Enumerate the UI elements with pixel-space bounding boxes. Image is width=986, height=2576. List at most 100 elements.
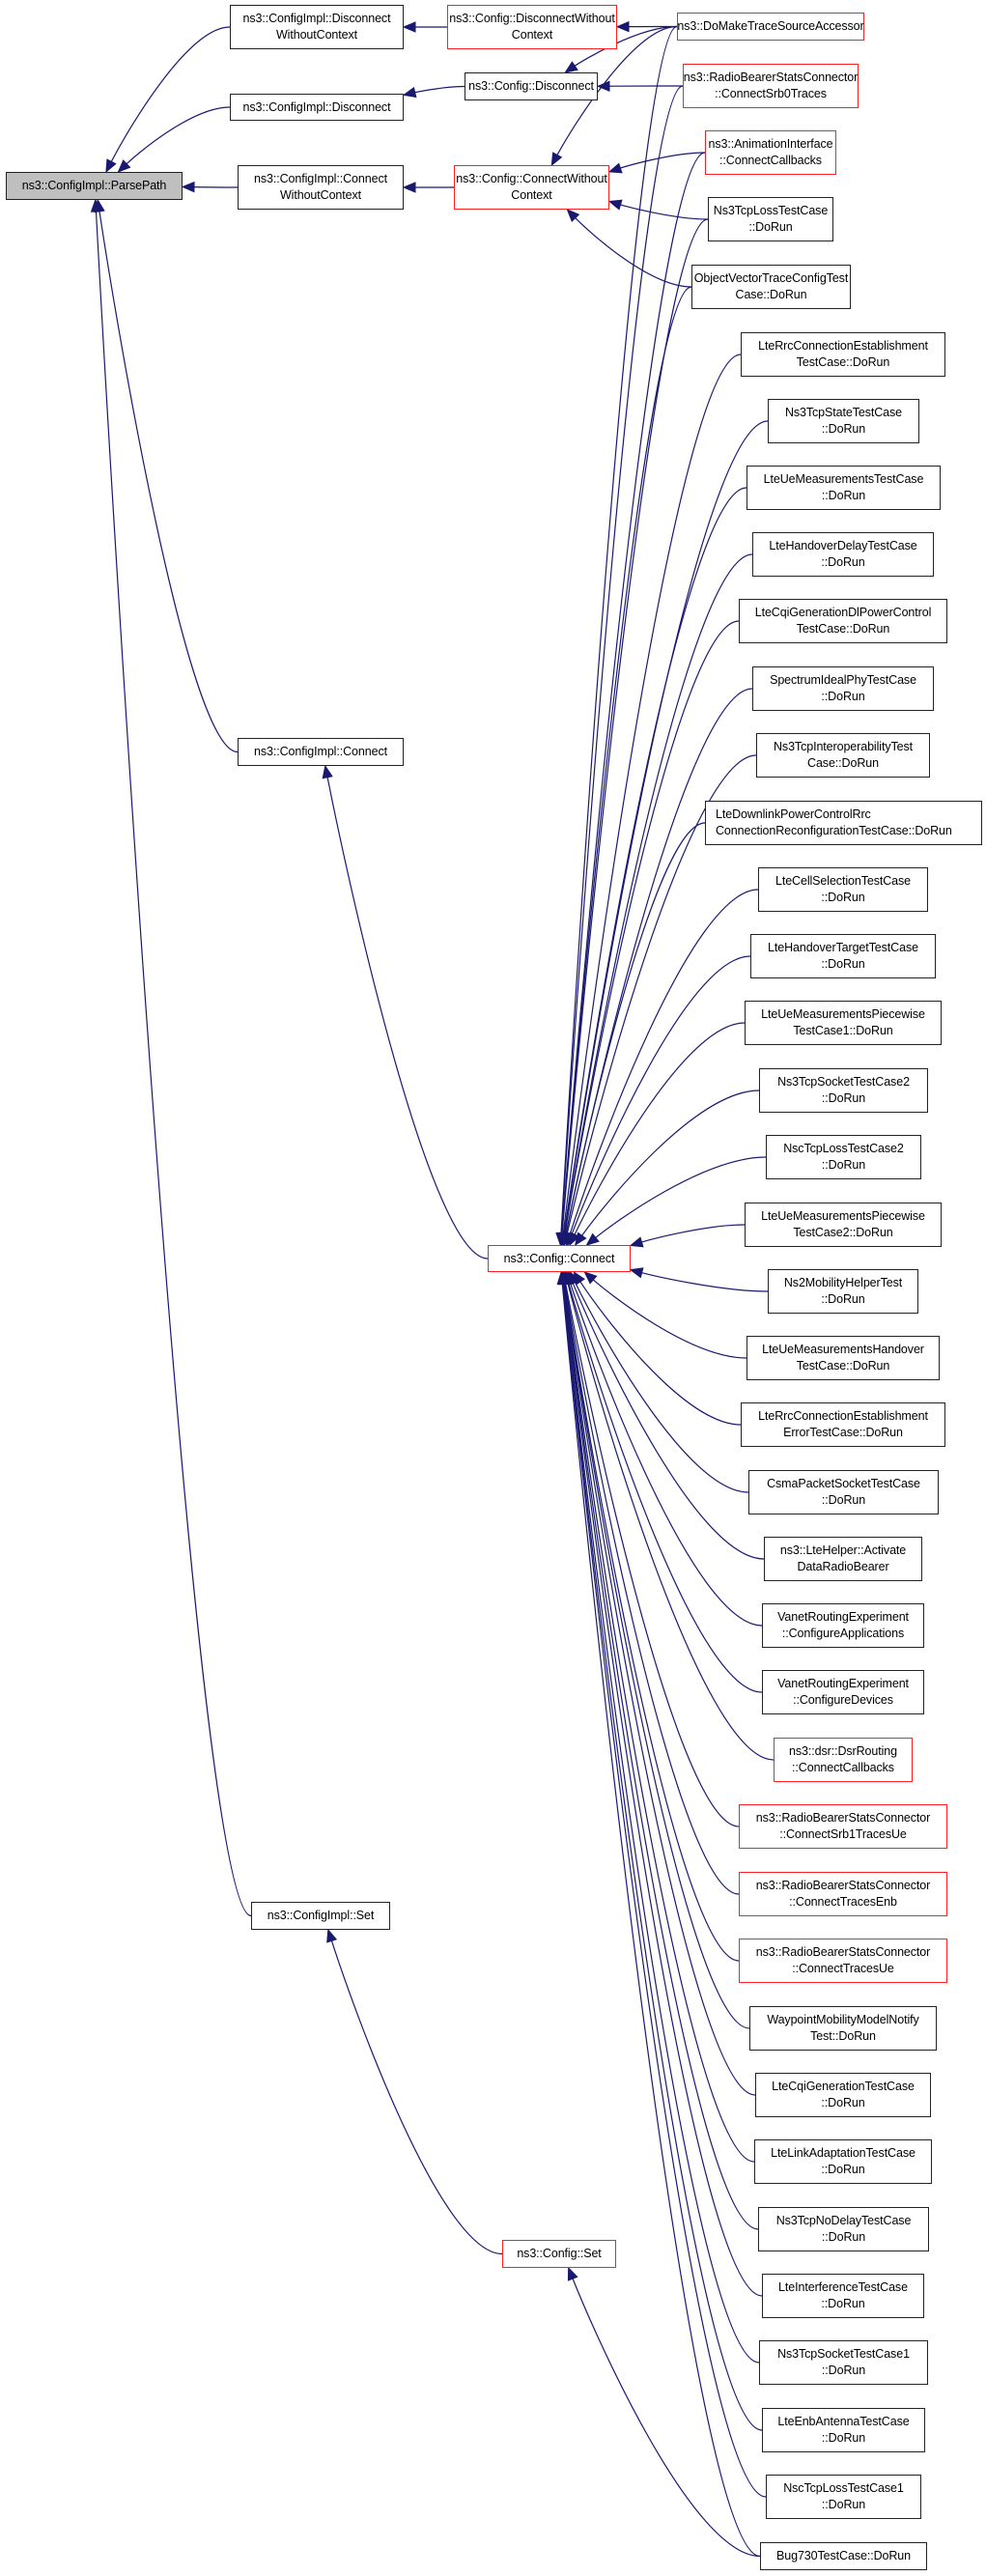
node-lte-handover-delay-testcase[interactable]: LteHandoverDelayTestCase ::DoRun xyxy=(752,532,934,577)
edge-lteuemeas-to-c_conn xyxy=(558,487,747,1247)
arrowhead-icon xyxy=(607,199,623,211)
edge-ns2mob-to-c_conn xyxy=(629,1267,769,1292)
edge-lteuepw1-to-c_conn xyxy=(569,1022,746,1247)
node-label: SpectrumIdealPhyTestCase xyxy=(770,673,916,687)
arrowhead-icon xyxy=(583,1271,598,1285)
arrowhead-icon xyxy=(117,159,131,173)
node-configimpl-connect[interactable]: ns3::ConfigImpl::Connect xyxy=(238,738,404,766)
arrowhead-icon xyxy=(569,1231,580,1247)
node-lte-rrc-connection-establishment[interactable]: LteRrcConnectionEstablishment TestCase::… xyxy=(741,332,945,377)
arrowhead-icon xyxy=(557,1231,570,1247)
node-label: ::DoRun xyxy=(821,2297,865,2310)
node-label: ns3::ConfigImpl::ParsePath xyxy=(21,179,167,192)
node-label: WaypointMobilityModelNotify xyxy=(767,2013,919,2026)
node-bug730-testcase[interactable]: Bug730TestCase::DoRun xyxy=(760,2542,927,2570)
node-nsc-tcp-loss-testcase1[interactable]: NscTcpLossTestCase1 ::DoRun xyxy=(766,2475,921,2519)
edge-line xyxy=(99,210,239,753)
node-lte-cell-selection-testcase[interactable]: LteCellSelectionTestCase ::DoRun xyxy=(758,867,928,912)
node-configimpl-disconnect[interactable]: ns3::ConfigImpl::Disconnect xyxy=(230,94,404,121)
node-label: ns3::LteHelper::Activate xyxy=(779,1543,907,1557)
node-label: Context xyxy=(511,28,553,42)
edge-line xyxy=(562,1282,763,2297)
node-lte-helper-activate-data-radio-bearer[interactable]: ns3::LteHelper::Activate DataRadioBearer xyxy=(764,1537,922,1581)
arrowhead-icon xyxy=(557,1270,569,1286)
edge-line xyxy=(563,487,747,1235)
node-lte-ue-measurements-handover[interactable]: LteUeMeasurementsHandover TestCase::DoRu… xyxy=(747,1336,940,1380)
edge-rbsc_srb0-to-c_conn xyxy=(555,85,684,1247)
node-label: ::ConnectCallbacks xyxy=(792,1761,894,1774)
node-config-connect-without-context[interactable]: ns3::Config::ConnectWithout Context xyxy=(454,165,609,210)
node-lte-cqi-generation-dl-power-control[interactable]: LteCqiGenerationDlPowerControl TestCase:… xyxy=(739,599,947,643)
node-label: ns3::Config::ConnectWithout xyxy=(456,172,607,185)
node-label: ::DoRun xyxy=(821,2230,866,2244)
node-config-disconnect-without-context[interactable]: ns3::Config::DisconnectWithout Context xyxy=(447,5,617,49)
node-lte-ue-measurements-piecewise-2[interactable]: LteUeMeasurementsPiecewise TestCase2::Do… xyxy=(745,1203,942,1247)
node-vanet-configure-applications[interactable]: VanetRoutingExperiment ::ConfigureApplic… xyxy=(762,1603,924,1648)
node-rbsc-connect-traces-enb[interactable]: ns3::RadioBearerStatsConnector ::Connect… xyxy=(739,1872,947,1916)
node-label: LteLinkAdaptationTestCase xyxy=(771,2146,916,2160)
edge-ns3tcpsock2-to-c_conn xyxy=(574,1090,760,1247)
node-lte-ue-measurements-testcase[interactable]: LteUeMeasurementsTestCase ::DoRun xyxy=(747,466,941,510)
arrowhead-icon xyxy=(555,1232,567,1247)
node-lte-interference-testcase[interactable]: LteInterferenceTestCase ::DoRun xyxy=(762,2274,924,2318)
node-animation-interface-connect-callbacks[interactable]: ns3::AnimationInterface ::ConnectCallbac… xyxy=(705,130,836,175)
node-label: Ns3TcpStateTestCase xyxy=(784,406,903,419)
node-lte-downlink-power-control-rrc[interactable]: LteDownlinkPowerControlRrc ConnectionRec… xyxy=(705,801,982,845)
edge-objvec-to-c_conn xyxy=(556,286,692,1247)
node-lte-cqi-generation-testcase[interactable]: LteCqiGenerationTestCase ::DoRun xyxy=(755,2073,931,2117)
node-waypoint-mobility-model-notify-test[interactable]: WaypointMobilityModelNotify Test::DoRun xyxy=(749,2006,937,2051)
node-lte-ue-measurements-piecewise-1[interactable]: LteUeMeasurementsPiecewise TestCase1::Do… xyxy=(745,1001,942,1045)
node-vanet-configure-devices[interactable]: VanetRoutingExperiment ::ConfigureDevice… xyxy=(762,1670,924,1714)
node-config-connect[interactable]: ns3::Config::Connect xyxy=(488,1245,631,1272)
node-ns3tcp-socket-testcase2[interactable]: Ns3TcpSocketTestCase2 ::DoRun xyxy=(759,1068,928,1113)
edge-rbsc_enb-to-c_conn xyxy=(559,1270,740,1895)
node-rbsc-connect-traces-ue[interactable]: ns3::RadioBearerStatsConnector ::Connect… xyxy=(739,1939,947,1983)
edge-rbsc_srb1ue-to-c_conn xyxy=(560,1270,740,1827)
node-ns2-mobility-helper-test[interactable]: Ns2MobilityHelperTest ::DoRun xyxy=(768,1269,918,1314)
edge-line xyxy=(574,1281,749,1493)
node-configimpl-connect-without-context[interactable]: ns3::ConfigImpl::Connect WithoutContext xyxy=(238,165,404,210)
node-label: ConnectionReconfigurationTestCase::DoRun xyxy=(716,824,952,837)
arrowhead-icon xyxy=(402,86,417,99)
node-ns3tcp-socket-testcase1[interactable]: Ns3TcpSocketTestCase1 ::DoRun xyxy=(759,2340,928,2385)
node-domake-trace-source-accessor[interactable]: ns3::DoMakeTraceSourceAccessor xyxy=(677,13,864,41)
node-nsc-tcp-loss-testcase2[interactable]: NscTcpLossTestCase2 ::DoRun xyxy=(766,1135,921,1179)
node-label: LteEnbAntennaTestCase xyxy=(777,2415,910,2428)
edge-bug730-to-c_conn xyxy=(556,1270,761,2558)
arrowhead-icon xyxy=(564,61,578,73)
node-lte-rrc-connection-establishment-error[interactable]: LteRrcConnectionEstablishment ErrorTestC… xyxy=(741,1402,945,1447)
node-configimpl-set[interactable]: ns3::ConfigImpl::Set xyxy=(251,1902,390,1930)
node-ns3tcpstate-testcase[interactable]: Ns3TcpStateTestCase ::DoRun xyxy=(768,399,919,443)
node-spectrum-ideal-phy-testcase[interactable]: SpectrumIdealPhyTestCase ::DoRun xyxy=(752,666,934,711)
node-config-disconnect[interactable]: ns3::Config::Disconnect xyxy=(465,72,598,100)
node-label: Bug730TestCase::DoRun xyxy=(776,2549,911,2562)
edge-line xyxy=(567,1282,763,1693)
node-label: TestCase::DoRun xyxy=(796,622,890,636)
node-dsr-routing-connect-callbacks[interactable]: ns3::dsr::DsrRouting ::ConnectCallbacks xyxy=(774,1738,913,1782)
edge-ltecellsel-to-c_conn xyxy=(564,889,759,1247)
arrowhead-icon xyxy=(558,1270,570,1286)
arrowhead-icon xyxy=(607,162,623,174)
node-rbsc-connect-srb0-traces[interactable]: ns3::RadioBearerStatsConnector ::Connect… xyxy=(683,64,859,108)
edge-c_conn_woc-to-ci_conn_woc xyxy=(402,182,455,193)
edge-lteueho-to-c_conn xyxy=(583,1271,747,1359)
node-label: VanetRoutingExperiment xyxy=(777,1610,909,1624)
node-ns3tcp-no-delay-testcase[interactable]: Ns3TcpNoDelayTestCase ::DoRun xyxy=(758,2207,929,2251)
node-ns3tcploss-testcase[interactable]: Ns3TcpLossTestCase ::DoRun xyxy=(708,197,833,241)
edge-lteuepw2-to-c_conn xyxy=(629,1224,746,1248)
edge-line xyxy=(560,85,684,1235)
arrowhead-icon xyxy=(556,1232,568,1247)
node-ns3tcp-interoperability-test[interactable]: Ns3TcpInteroperabilityTest Case::DoRun xyxy=(756,733,930,778)
node-lte-enb-antenna-testcase[interactable]: LteEnbAntennaTestCase ::DoRun xyxy=(762,2408,925,2452)
node-label: ::DoRun xyxy=(821,422,866,436)
node-lte-link-adaptation-testcase[interactable]: LteLinkAdaptationTestCase ::DoRun xyxy=(754,2139,932,2184)
node-csma-packet-socket-testcase[interactable]: CsmaPacketSocketTestCase ::DoRun xyxy=(748,1470,939,1514)
node-rbsc-connect-srb1-traces-ue[interactable]: ns3::RadioBearerStatsConnector ::Connect… xyxy=(739,1804,947,1849)
node-object-vector-trace-config-test[interactable]: ObjectVectorTraceConfigTest Case::DoRun xyxy=(691,265,851,309)
node-label: LteCqiGenerationDlPowerControl xyxy=(754,606,932,619)
node-config-set[interactable]: ns3::Config::Set xyxy=(502,2240,616,2268)
node-configimpl-disconnect-without-context[interactable]: ns3::ConfigImpl::Disconnect WithoutConte… xyxy=(230,5,404,49)
node-label: ::DoRun xyxy=(821,555,865,569)
node-lte-handover-target-testcase[interactable]: LteHandoverTargetTestCase ::DoRun xyxy=(750,934,936,978)
arrowhead-icon xyxy=(567,2266,578,2281)
